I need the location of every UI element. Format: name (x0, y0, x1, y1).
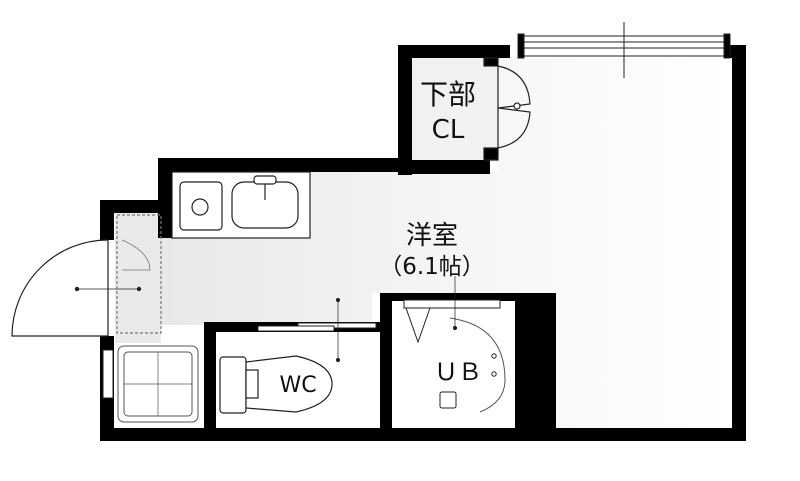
bath-faucet-2 (491, 371, 497, 377)
room-labels: 下部 CL 洋室 （6.1帖） WC ＵＢ (279, 78, 484, 398)
closet-code-label: CL (432, 115, 465, 145)
wall-bath-left (380, 293, 392, 433)
walls (100, 45, 746, 441)
unit-bath (403, 276, 506, 413)
toilet-sliding-door[interactable] (257, 297, 377, 363)
closet-door-swing-lower (497, 107, 531, 149)
bath-folding-door[interactable] (405, 307, 431, 344)
wall-kitchen-top (158, 158, 412, 172)
bath-label: ＵＢ (434, 358, 482, 386)
wall-bath-right (515, 293, 556, 433)
window-jamb-left (517, 33, 525, 59)
toilet-door-point-bottom (335, 357, 341, 363)
wall-closet-bottom (398, 160, 490, 174)
entrance-floor (115, 213, 161, 343)
shoe-box (116, 214, 162, 334)
faucet (253, 175, 277, 185)
window-jamb-right (723, 33, 731, 59)
wall-entrance-top (100, 200, 172, 213)
toilet-bowl (245, 355, 333, 413)
wall-right (732, 45, 746, 441)
closet-name-label: 下部 (420, 78, 476, 111)
wall-bottom (100, 428, 746, 441)
entrance-door-swing (11, 239, 109, 337)
shoe-box-arc (121, 239, 151, 271)
entrance-point-right (136, 286, 142, 292)
toilet-seat-hinge (245, 369, 259, 399)
window (517, 22, 731, 78)
bath-center-point (452, 325, 458, 331)
toilet-fixture (219, 355, 333, 414)
main-room-floor (115, 58, 732, 430)
bath-tub-arc (449, 317, 506, 413)
wall-closet-left (398, 45, 412, 175)
closet-door-knob (513, 102, 521, 110)
washer-window (102, 349, 114, 399)
bath-drain (439, 391, 457, 409)
wall-toilet-left (204, 322, 216, 432)
main-room-size-label: （6.1帖） (379, 254, 485, 280)
entrance-point-left (74, 286, 80, 292)
washer-pan (102, 345, 199, 423)
wall-top-closet (398, 45, 510, 58)
closet-doors[interactable] (483, 57, 531, 161)
stove-burner (191, 198, 209, 216)
wall-kitchen-left (158, 158, 172, 238)
wall-bath-top (380, 293, 556, 301)
kitchen-counter (171, 171, 311, 239)
bath-door-frame (403, 299, 501, 309)
closet-door-jamb-bottom (483, 147, 499, 161)
wall-entrance-left-upper (100, 200, 114, 240)
toilet-door-point-top (335, 297, 341, 303)
closet-door-swing-upper (497, 65, 531, 109)
bath-faucet-1 (491, 353, 497, 359)
main-room-name-label: 洋室 (406, 221, 458, 251)
toilet-door-panel-b (257, 325, 335, 332)
toilet-label: WC (279, 373, 316, 398)
toilet-tank (219, 356, 247, 414)
entrance-door[interactable] (11, 214, 162, 337)
closet-door-jamb-top (483, 57, 499, 67)
closet-floor (410, 58, 498, 162)
floor-areas (115, 58, 732, 430)
